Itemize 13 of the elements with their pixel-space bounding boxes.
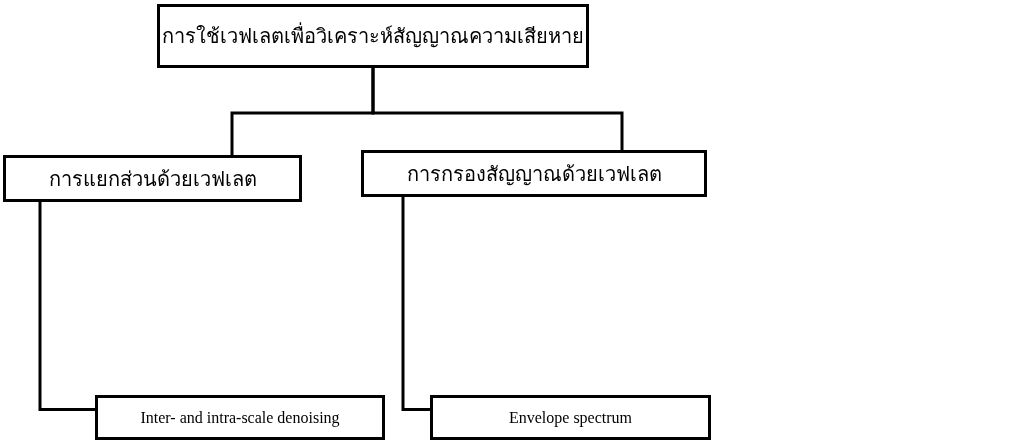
process-box [361,150,707,197]
process-box [95,395,385,440]
box-label: การแยกส่วนด้วยเวฟเลต [48,166,257,192]
connector-line [401,197,430,411]
connector-line [371,68,624,150]
process-box [3,155,302,202]
box-label: Envelope spectrum [508,408,633,427]
process-box [157,4,589,68]
box-label: การกรองสัญญาณด้วยเวฟเลต [406,161,662,188]
box-label: การใช้เวฟเลตเพื่อวิเคราะห์สัญญาณความเสียหาย [162,20,584,52]
process-box [430,395,711,440]
connector-line [38,202,95,411]
box-label: Inter- and intra-scale denoising [140,408,340,427]
